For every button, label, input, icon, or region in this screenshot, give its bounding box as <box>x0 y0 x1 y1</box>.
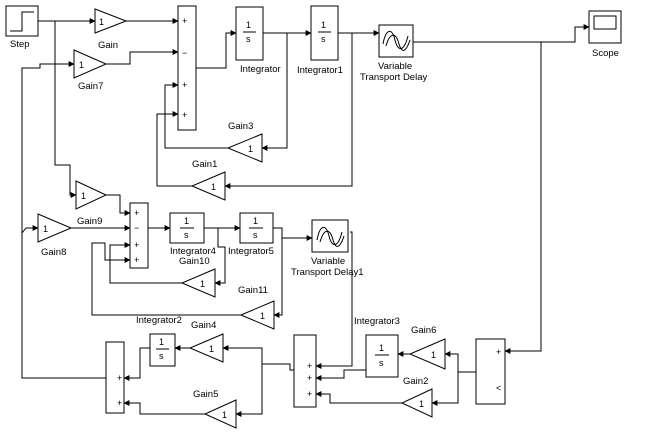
integrator4-num: 1 <box>184 216 189 226</box>
vtd-label-line1: Variable <box>378 61 412 72</box>
sum-bottom-left-block[interactable]: + + <box>105 341 125 414</box>
sum-mid-sign-4: + <box>134 255 139 265</box>
vtd-label-line2: Transport Delay <box>360 72 427 83</box>
gain-block[interactable]: 1 <box>94 8 128 34</box>
integrator-label: Integrator <box>240 64 281 75</box>
gain6-label: Gain6 <box>411 325 436 336</box>
sum-c1-sign-1: + <box>307 361 312 371</box>
gain7-value: 1 <box>79 60 84 70</box>
integrator3-num: 1 <box>379 343 384 353</box>
gain9-value: 1 <box>81 191 86 201</box>
integrator1-num: 1 <box>321 20 326 30</box>
integrator2-num: 1 <box>159 337 164 347</box>
gain5-value: 1 <box>222 410 227 420</box>
integrator3-label: Integrator3 <box>354 316 400 327</box>
integrator1-den: s <box>321 34 326 44</box>
gain1-value: 1 <box>211 182 216 192</box>
integrator3-den: s <box>379 358 384 368</box>
gain1-label: Gain1 <box>192 159 217 170</box>
gain2-block[interactable]: 1 <box>400 388 433 418</box>
sum-right-block[interactable]: + < <box>475 338 506 405</box>
sum-main-sign-1: + <box>182 16 187 26</box>
integrator5-den: s <box>253 230 258 240</box>
sum-mid-sign-2: − <box>134 223 139 233</box>
gain-label: Gain <box>98 40 118 51</box>
sum-c1-sign-3: + <box>307 389 312 399</box>
gain10-label: Gain10 <box>179 256 210 267</box>
sum-mid-block[interactable]: + − + + <box>129 202 149 269</box>
variable-transport-delay1-block[interactable] <box>311 219 349 253</box>
step-label: Step <box>10 39 30 50</box>
gain4-block[interactable]: 1 <box>188 333 224 363</box>
gain11-label: Gain11 <box>238 285 268 296</box>
gain8-value: 1 <box>43 224 48 234</box>
sum-bl-sign-2: + <box>117 398 122 408</box>
gain3-value: 1 <box>248 144 253 154</box>
gain9-label: Gain9 <box>77 216 102 227</box>
integrator-block[interactable]: 1 s <box>235 6 264 61</box>
gain6-block[interactable]: 1 <box>408 338 446 370</box>
integrator2-den: s <box>159 351 164 361</box>
gain1-block[interactable]: 1 <box>190 171 226 201</box>
sum-c1-sign-2: + <box>307 373 312 383</box>
integrator2-block[interactable]: 1 s <box>149 333 176 367</box>
gain5-label: Gain5 <box>193 389 218 400</box>
gain7-block[interactable]: 1 <box>73 49 108 79</box>
gain6-value: 1 <box>431 350 436 360</box>
sum-bl-sign-1: + <box>117 373 122 383</box>
gain2-label: Gain2 <box>403 376 428 387</box>
integrator1-label: Integrator1 <box>297 65 343 76</box>
sum-r-sign-2: < <box>496 383 501 393</box>
signal-lines <box>21 18 590 417</box>
gain10-block[interactable]: 1 <box>180 268 216 298</box>
gain8-label: Gain8 <box>41 247 66 258</box>
integrator4-label: Integrator4 <box>170 246 216 257</box>
gain-value: 1 <box>99 17 104 27</box>
gain4-value: 1 <box>209 344 214 354</box>
step-block[interactable] <box>5 5 39 37</box>
sum-main-block[interactable]: + − + + <box>177 5 197 131</box>
integrator1-block[interactable]: 1 s <box>310 5 339 61</box>
integrator5-num: 1 <box>253 216 258 226</box>
gain5-block[interactable]: 1 <box>203 399 237 429</box>
sum-center-block[interactable]: + + + <box>293 334 317 408</box>
gain8-block[interactable]: 1 <box>37 213 73 243</box>
sum-main-sign-2: − <box>182 48 187 58</box>
vtd1-label-line1: Variable <box>311 256 345 267</box>
integrator5-block[interactable]: 1 s <box>239 212 274 244</box>
gain4-label: Gain4 <box>191 320 216 331</box>
variable-transport-delay-block[interactable] <box>378 24 414 58</box>
integrator-den: s <box>246 34 251 44</box>
integrator4-block[interactable]: 1 s <box>169 212 205 244</box>
gain3-label: Gain3 <box>228 121 253 132</box>
gain7-label: Gain7 <box>78 81 103 92</box>
integrator3-block[interactable]: 1 s <box>365 334 399 378</box>
vtd1-label-line2: Transport Delay1 <box>291 267 364 278</box>
sum-main-sign-4: + <box>182 110 187 120</box>
scope-label: Scope <box>592 48 619 59</box>
scope-block[interactable] <box>588 10 622 44</box>
gain2-value: 1 <box>419 399 424 409</box>
integrator4-den: s <box>184 230 189 240</box>
sum-main-sign-3: + <box>182 80 187 90</box>
gain3-block[interactable]: 1 <box>226 133 263 163</box>
gain11-value: 1 <box>260 311 265 321</box>
sum-r-sign-1: + <box>496 347 501 357</box>
gain11-block[interactable]: 1 <box>239 300 275 330</box>
integrator2-label: Integrator2 <box>136 315 182 326</box>
integrator5-label: Integrator5 <box>228 246 274 257</box>
sum-mid-sign-3: + <box>134 240 139 250</box>
sum-mid-sign-1: + <box>134 208 139 218</box>
gain9-block[interactable]: 1 <box>75 180 108 210</box>
gain10-value: 1 <box>200 279 205 289</box>
integrator-num: 1 <box>246 20 251 30</box>
